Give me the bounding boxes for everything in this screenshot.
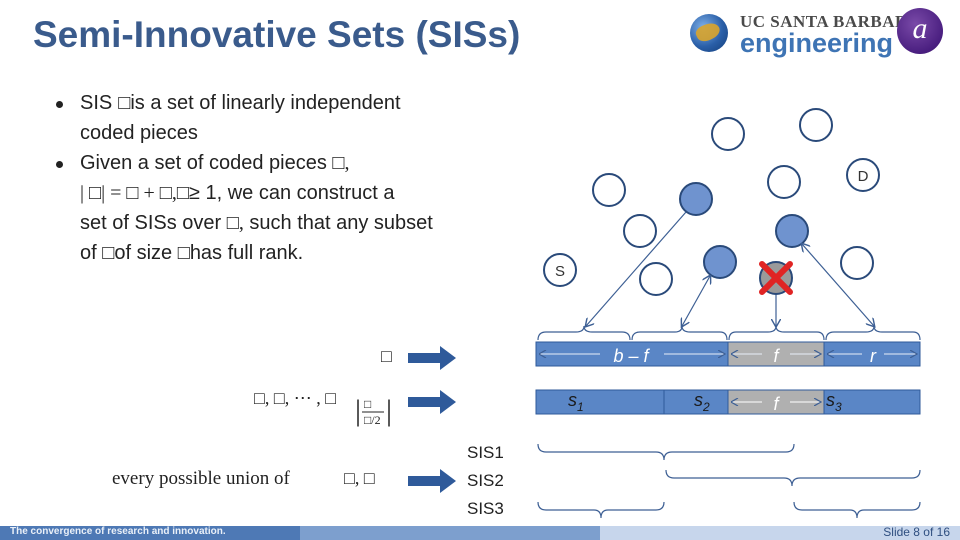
brace-sis3b-icon — [793, 501, 921, 519]
network-diagram: D S b – f f r — [112, 108, 921, 519]
svg-text:□: □ — [364, 397, 371, 411]
left-math-union-text: every possible union of — [112, 468, 291, 489]
svg-text:□, □: □, □ — [344, 468, 375, 488]
sis3-label: SIS3 — [467, 499, 504, 518]
arrow — [802, 244, 874, 326]
arrow — [682, 276, 710, 326]
footer-bar: The convergence of research and innovati… — [0, 524, 960, 540]
bullet-1-text-a: SIS — [80, 92, 113, 114]
bullet-1-text-c: coded pieces — [80, 122, 198, 144]
node — [639, 262, 673, 296]
bar-segment-s1 — [535, 389, 665, 415]
arrow — [586, 211, 687, 326]
brace-sis2-icon — [665, 469, 921, 487]
label-s1: s — [568, 390, 577, 410]
node-active — [679, 182, 713, 216]
label-s3-sub: 3 — [835, 400, 842, 414]
sis2-label: SIS2 — [467, 471, 504, 490]
brace-sis1-icon — [537, 443, 795, 461]
svg-text:|: | — [386, 394, 392, 427]
svg-text:|: | — [355, 394, 361, 427]
svg-text:s2: s2 — [694, 390, 710, 414]
node-S — [543, 253, 577, 287]
bullet-dot-icon — [56, 161, 63, 168]
coded-pieces-bar: b – f f r — [535, 341, 921, 367]
right-arrow-icon — [408, 390, 456, 414]
bar-segment-s2 — [663, 389, 729, 415]
bar-label-r: r — [870, 346, 877, 366]
node-s-label: S — [555, 263, 565, 280]
svg-text:□: □ — [381, 346, 392, 366]
label-s3: s — [826, 390, 835, 410]
left-math: □ □, □, ⋯ , □ □ □/2 | | every possible u… — [112, 346, 392, 489]
bullet-2-l3b: such that any subset — [249, 212, 433, 234]
logo-ucsb-bottom: engineering — [740, 28, 894, 58]
bullet-2-l2c: + — [138, 182, 160, 204]
bar-label-f: f — [773, 346, 780, 366]
bullet-2-l2a: | — [80, 182, 90, 204]
svg-text:□/2: □/2 — [364, 413, 381, 427]
bullet-2-l3a: set of SISs over — [80, 212, 222, 234]
right-arrow-icon — [408, 469, 456, 493]
globe-icon — [690, 14, 728, 52]
node — [799, 108, 833, 142]
ucsb-engineering-logo: UC SANTA BARBARA engineering — [690, 8, 920, 60]
svg-text:s3: s3 — [826, 390, 842, 414]
svg-text:s1: s1 — [568, 390, 584, 414]
label-s2-sub: 2 — [702, 400, 710, 414]
slide-title: Semi-Innovative Sets (SISs) — [33, 14, 521, 55]
node-active — [775, 214, 809, 248]
node — [623, 214, 657, 248]
bullet-2-l4b: of size — [114, 242, 173, 264]
bullet-list: SIS□is a set of linearly independent cod… — [56, 88, 516, 268]
bullet-item-2: Given a set of coded pieces □, | □| = □ … — [56, 148, 516, 268]
alcatel-lucent-logo: a — [897, 8, 943, 54]
node — [840, 246, 874, 280]
logo-ucsb-top: UC SANTA BARBARA — [740, 12, 921, 31]
bullet-2-l4a: of — [80, 242, 97, 264]
bullet-item-1: SIS□is a set of linearly independent cod… — [56, 88, 516, 148]
node — [767, 165, 801, 199]
node-d-label: D — [858, 168, 869, 185]
bullet-dot-icon — [56, 101, 63, 108]
sis1-label: SIS1 — [467, 443, 504, 462]
bullet-2-l4c: has full rank. — [189, 242, 304, 264]
bullet-2-l2d: ≥ 1, we can construct a — [188, 182, 395, 204]
node-active — [703, 245, 737, 279]
node-arrows — [586, 211, 874, 326]
label-s2: s — [694, 390, 703, 410]
node-D — [846, 158, 880, 192]
node — [711, 117, 745, 151]
split-bar: s1 s2 s3 f — [535, 389, 921, 415]
left-arrows — [408, 346, 456, 493]
bar-label-b-minus-f: b – f — [613, 346, 650, 366]
bullet-2-l2b: | = — [101, 182, 127, 204]
label-s1-sub: 1 — [577, 400, 584, 414]
top-bar-braces — [537, 325, 921, 341]
footer-tagline: The convergence of research and innovati… — [10, 526, 226, 537]
cross-icon — [759, 261, 793, 295]
slide-number: Slide 8 of 16 — [883, 525, 950, 539]
logo-alu-glyph: a — [912, 12, 928, 45]
graph-nodes — [543, 108, 880, 296]
node — [592, 173, 626, 207]
bullet-2-line1: Given a set of coded pieces — [80, 152, 327, 174]
right-arrow-icon — [408, 346, 456, 370]
svg-text:□, □, ⋯ , □: □, □, ⋯ , □ — [254, 388, 336, 408]
bullet-1-text-b: is a set of linearly independent — [130, 92, 401, 114]
brace-sis3a-icon — [537, 501, 665, 519]
bar-segment-s3 — [823, 389, 921, 415]
sis-braces — [537, 443, 921, 519]
label-overlap-f: f — [773, 394, 780, 414]
